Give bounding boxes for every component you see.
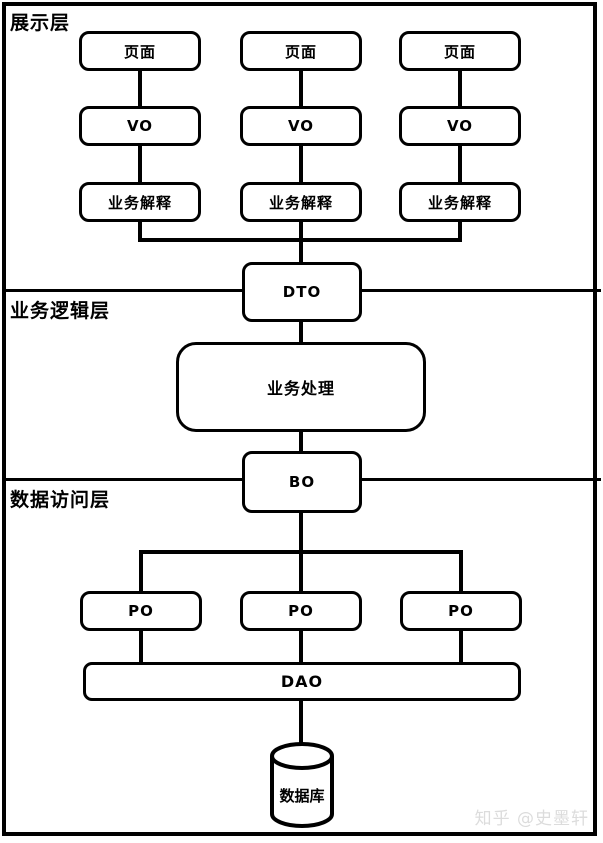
node-po-2: PO <box>240 591 362 631</box>
node-interpret-3: 业务解释 <box>399 182 521 222</box>
connector-po1-dao <box>139 629 143 664</box>
node-page-1: 页面 <box>79 31 201 71</box>
connector-bus-po1 <box>139 550 143 593</box>
connector-vo2-interpret2 <box>299 144 303 183</box>
connector-vo1-interpret1 <box>138 144 142 183</box>
node-po-3: PO <box>400 591 522 631</box>
node-vo-3: VO <box>399 106 521 146</box>
database-cylinder-icon <box>270 742 334 828</box>
database-cylinder: 数据库 <box>269 741 335 829</box>
node-po-1: PO <box>80 591 202 631</box>
node-vo-1: VO <box>79 106 201 146</box>
node-vo-2: VO <box>240 106 362 146</box>
connector-bus-po3 <box>459 550 463 593</box>
connector-page2-vo2 <box>299 70 303 107</box>
connector-page1-vo1 <box>138 70 142 107</box>
connector-bus-po2 <box>299 550 303 593</box>
connector-dto-process <box>299 320 303 344</box>
layer-label-business: 业务逻辑层 <box>10 300 111 322</box>
connector-interpret1-bus <box>138 219 142 242</box>
node-interpret-1: 业务解释 <box>79 182 201 222</box>
connector-page3-vo3 <box>458 70 462 107</box>
watermark: 知乎 @史墨轩 <box>474 809 589 829</box>
node-dao: DAO <box>83 662 521 701</box>
connector-po3-dao <box>459 629 463 664</box>
connector-po2-dao <box>299 629 303 664</box>
node-business-process: 业务处理 <box>176 342 426 432</box>
node-bo: BO <box>242 451 362 513</box>
connector-process-bo <box>299 430 303 453</box>
connector-dao-database <box>299 699 303 745</box>
connector-bo-bus <box>299 511 303 554</box>
diagram-border <box>2 2 597 836</box>
node-page-3: 页面 <box>399 31 521 71</box>
bus-interpret-to-dto <box>138 238 462 242</box>
node-page-2: 页面 <box>240 31 362 71</box>
layer-label-presentation: 展示层 <box>10 12 71 34</box>
connector-vo3-interpret3 <box>458 144 462 183</box>
node-dto: DTO <box>242 262 362 322</box>
node-interpret-2: 业务解释 <box>240 182 362 222</box>
layer-label-data-access: 数据访问层 <box>10 489 111 511</box>
connector-interpret3-bus <box>458 219 462 242</box>
database-label: 数据库 <box>279 787 325 805</box>
